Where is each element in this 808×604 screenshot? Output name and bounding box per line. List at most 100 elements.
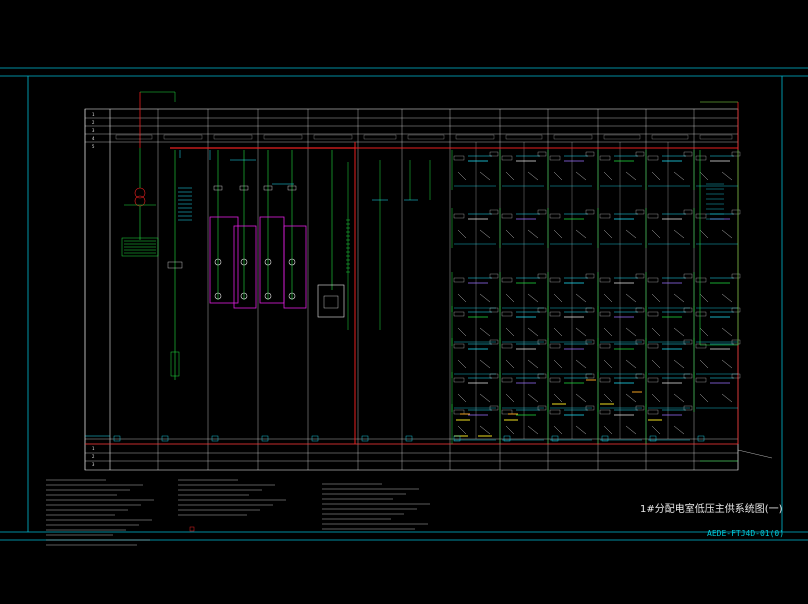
feeder-id-box (683, 151, 693, 157)
header-cell-tag (263, 134, 303, 140)
breaker (453, 277, 465, 283)
feeder-id-box (585, 209, 595, 215)
switch-blade (505, 425, 515, 435)
feeder-id-box (489, 405, 499, 411)
footer-cell-tag (113, 435, 121, 442)
header-row-label: 5 (92, 144, 95, 149)
switch-blade (721, 293, 733, 303)
switch-blade (625, 327, 637, 337)
switch-blade (505, 171, 515, 181)
footer-cell-tag (649, 435, 657, 442)
switch-blade (699, 393, 709, 403)
switch-blade (479, 293, 491, 303)
switch-blade (699, 229, 709, 239)
switch-blade (673, 229, 685, 239)
switch-blade (553, 293, 563, 303)
feeder-id-box (489, 151, 499, 157)
header-row-label: 4 (92, 136, 95, 141)
breaker (501, 377, 513, 383)
breaker (549, 343, 561, 349)
feeder-id-box (489, 209, 499, 215)
feeder-id-box (585, 405, 595, 411)
switch-blade (479, 229, 491, 239)
capacitor-bank-a2 (233, 225, 257, 309)
breaker (453, 409, 465, 415)
breaker (599, 409, 611, 415)
breaker (549, 155, 561, 161)
feeder-id-box (585, 273, 595, 279)
feeder-id-box (731, 373, 741, 379)
footer-row-label: 3 (92, 462, 95, 467)
switch-blade (651, 393, 661, 403)
current-transformer (167, 261, 183, 269)
feeder-id-box (489, 273, 499, 279)
schematic-table (84, 108, 739, 471)
feeder-id-box (731, 151, 741, 157)
breaker (599, 343, 611, 349)
breaker (599, 277, 611, 283)
header-cell-tag (115, 134, 153, 140)
breaker (501, 277, 513, 283)
header-cell-tag (699, 134, 733, 140)
switch-blade (673, 171, 685, 181)
breaker (695, 343, 707, 349)
capacitor-bank-b1 (259, 216, 285, 304)
footer-cell-tag (551, 435, 559, 442)
switch-blade (505, 327, 515, 337)
feeder-id-box (635, 273, 645, 279)
switch-blade (479, 393, 491, 403)
breaker (501, 311, 513, 317)
reactor-symbol (214, 258, 222, 266)
breaker (647, 343, 659, 349)
switch-blade (625, 425, 637, 435)
breaker (549, 277, 561, 283)
breaker (647, 311, 659, 317)
header-row-label: 3 (92, 128, 95, 133)
feeder-id-box (731, 307, 741, 313)
switch-blade (673, 293, 685, 303)
switch-blade (603, 425, 613, 435)
switch-blade (651, 327, 661, 337)
feeder-id-box (635, 151, 645, 157)
header-cell-tag (651, 134, 689, 140)
switch-blade (625, 171, 637, 181)
transformer-winding-secondary (134, 195, 146, 207)
breaker (599, 311, 611, 317)
feeder-id-box (537, 273, 547, 279)
feeder-id-box (683, 405, 693, 411)
switch-blade (505, 229, 515, 239)
feeder-id-box (683, 339, 693, 345)
feeder-id-box (635, 339, 645, 345)
filter-unit (317, 284, 345, 318)
feeder-id-box (537, 307, 547, 313)
breaker (647, 409, 659, 415)
switch-blade (603, 393, 613, 403)
header-cell-tag (313, 134, 353, 140)
switch-blade (603, 293, 613, 303)
switch-blade (575, 171, 587, 181)
switch-blade (505, 393, 515, 403)
switch-blade (673, 327, 685, 337)
switch-blade (625, 359, 637, 369)
feeder-id-box (537, 373, 547, 379)
switch-blade (479, 327, 491, 337)
switch-blade (651, 171, 661, 181)
switch-blade (625, 293, 637, 303)
switch-blade (603, 327, 613, 337)
breaker (453, 343, 465, 349)
switch-blade (625, 393, 637, 403)
leader-line (737, 449, 773, 459)
switch-blade (553, 229, 563, 239)
footer-cell-tag (161, 435, 169, 442)
switch-blade (603, 171, 613, 181)
breaker (695, 311, 707, 317)
drawing-number: AEDE-FTJ4D-01(0) (707, 529, 785, 538)
breaker (647, 213, 659, 219)
capacitor-switch (287, 185, 297, 191)
switch-blade (575, 327, 587, 337)
switch-blade (575, 229, 587, 239)
feeder-id-box (635, 405, 645, 411)
breaker (501, 155, 513, 161)
feeder-id-box (635, 209, 645, 215)
